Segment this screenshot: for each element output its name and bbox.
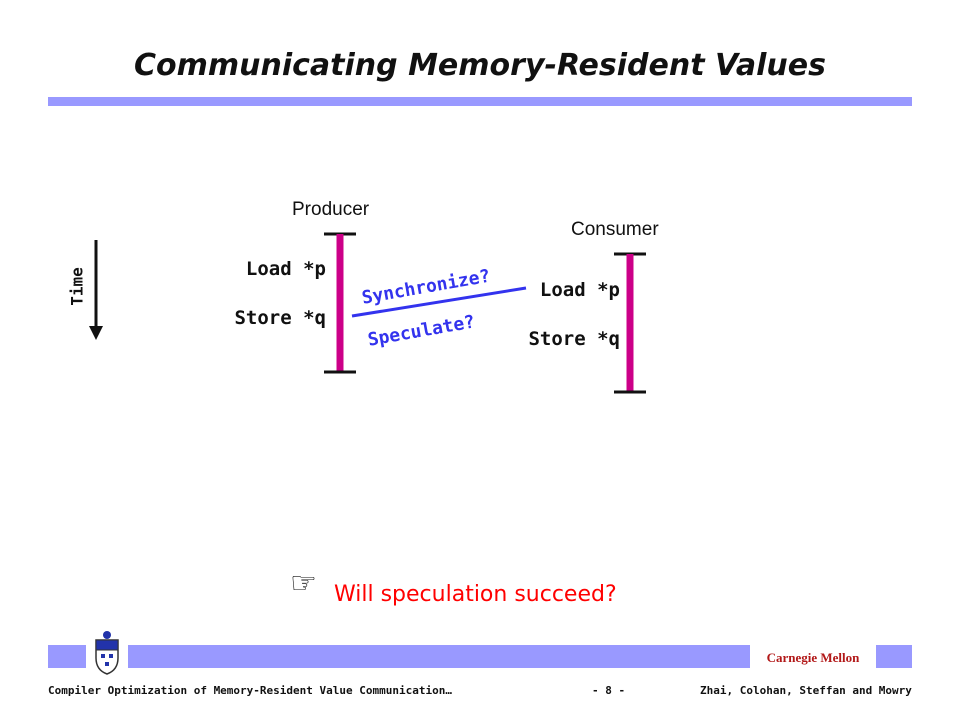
slide-title: Communicating Memory-Resident Values <box>134 48 826 83</box>
time-arrow <box>89 240 103 340</box>
university-crest-icon <box>95 631 119 675</box>
speculation-question: Will speculation succeed? <box>334 582 617 607</box>
pointing-hand-icon: ☞ <box>290 566 317 601</box>
consumer-load-instruction: Load *p <box>539 279 620 301</box>
producer-label: Producer <box>292 199 370 220</box>
page-number: - 8 - <box>592 684 626 697</box>
footer-presentation-title: Compiler Optimization of Memory-Resident… <box>48 684 452 697</box>
consumer-label: Consumer <box>571 219 659 240</box>
consumer-timeline <box>614 252 646 394</box>
title-rule <box>48 97 912 106</box>
footer-authors: Zhai, Colohan, Steffan and Mowry <box>700 684 912 697</box>
producer-store-instruction: Store *q <box>234 307 326 329</box>
consumer-store-instruction: Store *q <box>528 328 620 350</box>
producer-load-instruction: Load *p <box>245 258 326 280</box>
brand-box: Carnegie Mellon <box>750 645 876 668</box>
brand-name: Carnegie Mellon <box>766 650 860 665</box>
communication-arrow <box>351 286 527 318</box>
footer-bar <box>48 645 912 668</box>
producer-timeline <box>324 232 356 374</box>
time-label: Time <box>67 267 87 306</box>
